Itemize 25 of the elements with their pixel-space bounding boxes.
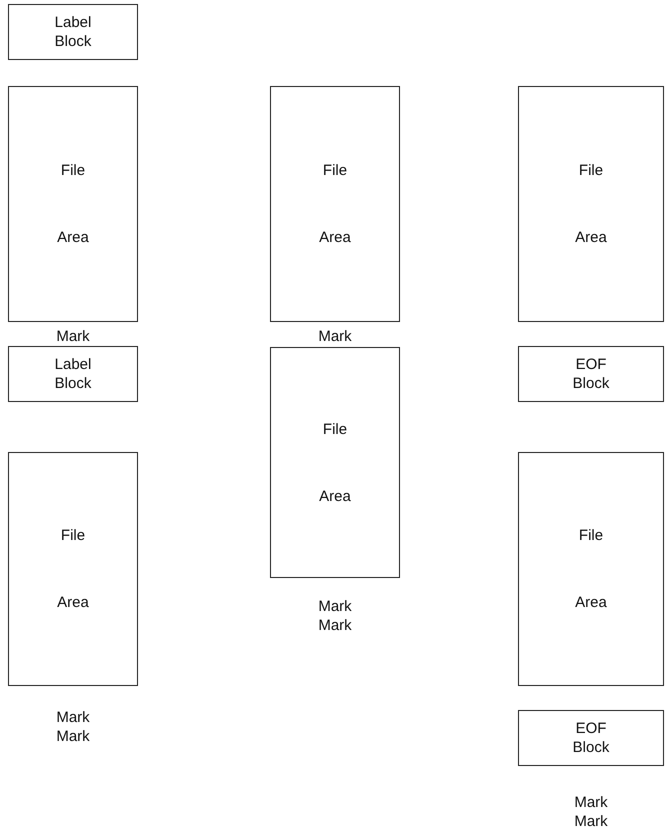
box-label: File Area xyxy=(575,161,607,248)
mark-label: Mark Mark xyxy=(573,793,609,831)
file-area-box xyxy=(518,86,664,322)
box-label: EOF Block xyxy=(572,719,610,757)
mark-label: Mark Mark xyxy=(317,597,353,635)
block-box xyxy=(8,346,138,402)
block-box xyxy=(518,346,664,402)
file-area-box xyxy=(270,347,400,578)
block-box xyxy=(8,4,138,60)
box-label: Label Block xyxy=(54,13,92,51)
file-area-box xyxy=(8,86,138,322)
box-label: File Area xyxy=(319,420,351,506)
mark-label: Mark xyxy=(55,327,91,346)
block-box xyxy=(518,710,664,766)
file-area-box xyxy=(270,86,400,322)
file-area-box xyxy=(518,452,664,686)
box-label: Label Block xyxy=(54,355,92,393)
box-label: File Area xyxy=(575,526,607,613)
box-label: File Area xyxy=(57,161,89,248)
mark-label: Mark Mark xyxy=(55,708,91,746)
file-area-box xyxy=(8,452,138,686)
box-label: File Area xyxy=(319,161,351,248)
box-label: EOF Block xyxy=(572,355,610,393)
box-label: File Area xyxy=(57,526,89,613)
mark-label: Mark xyxy=(317,327,353,346)
